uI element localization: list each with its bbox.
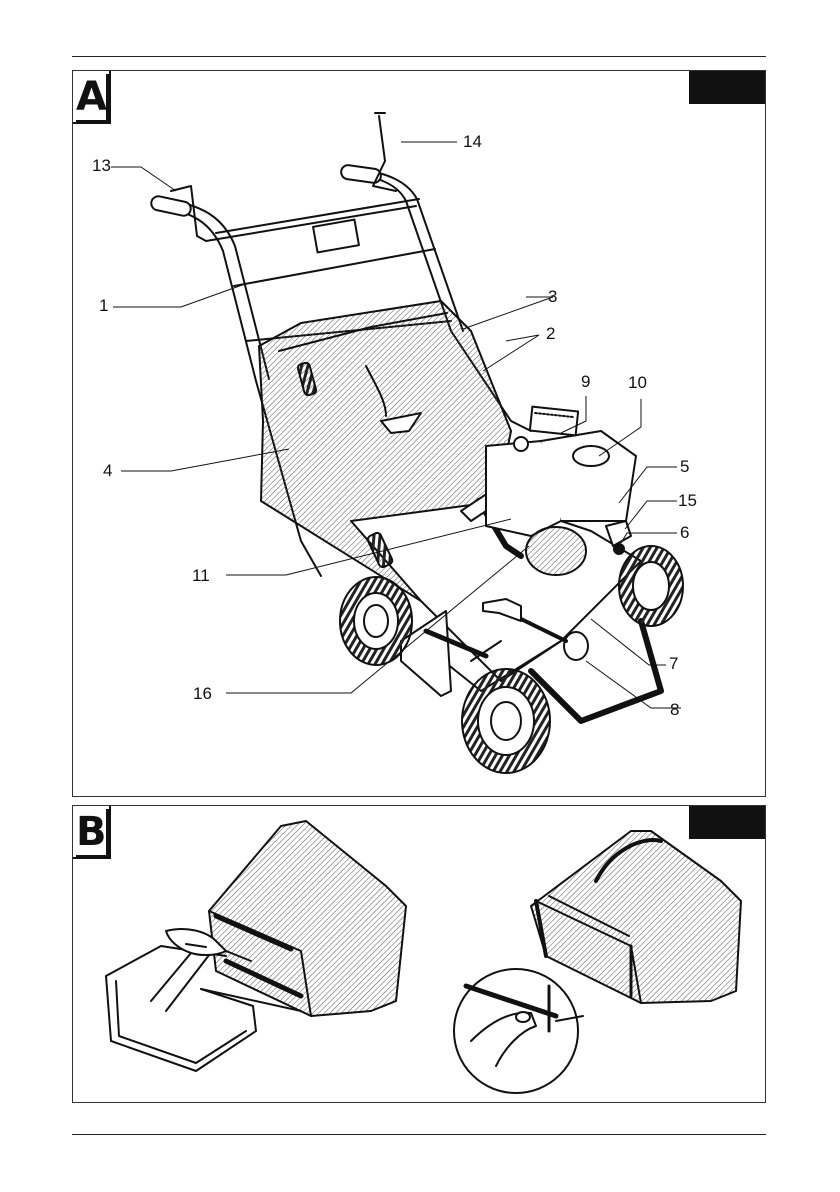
callout-8: 8 [670, 701, 679, 719]
callout-3: 3 [548, 288, 557, 306]
callout-4: 4 [103, 462, 112, 480]
callout-6: 6 [680, 524, 689, 542]
callout-16: 16 [193, 685, 212, 703]
callout-1: 1 [99, 297, 108, 315]
callout-11: 11 [192, 567, 210, 585]
figure-panel-b: B [72, 805, 766, 1103]
callout-9: 9 [581, 373, 590, 391]
figure-panel-a: A [72, 70, 766, 797]
callout-5: 5 [680, 458, 689, 476]
top-rule [72, 56, 766, 57]
scarifier-illustration [73, 71, 767, 798]
grass-bag-assembly-illustration [73, 806, 767, 1104]
callout-7: 7 [669, 655, 678, 673]
callout-13: 13 [92, 157, 111, 175]
callout-14: 14 [463, 133, 482, 151]
callout-15: 15 [678, 492, 697, 510]
callout-10: 10 [628, 374, 647, 392]
bottom-rule [72, 1134, 766, 1135]
callout-2: 2 [546, 325, 555, 343]
